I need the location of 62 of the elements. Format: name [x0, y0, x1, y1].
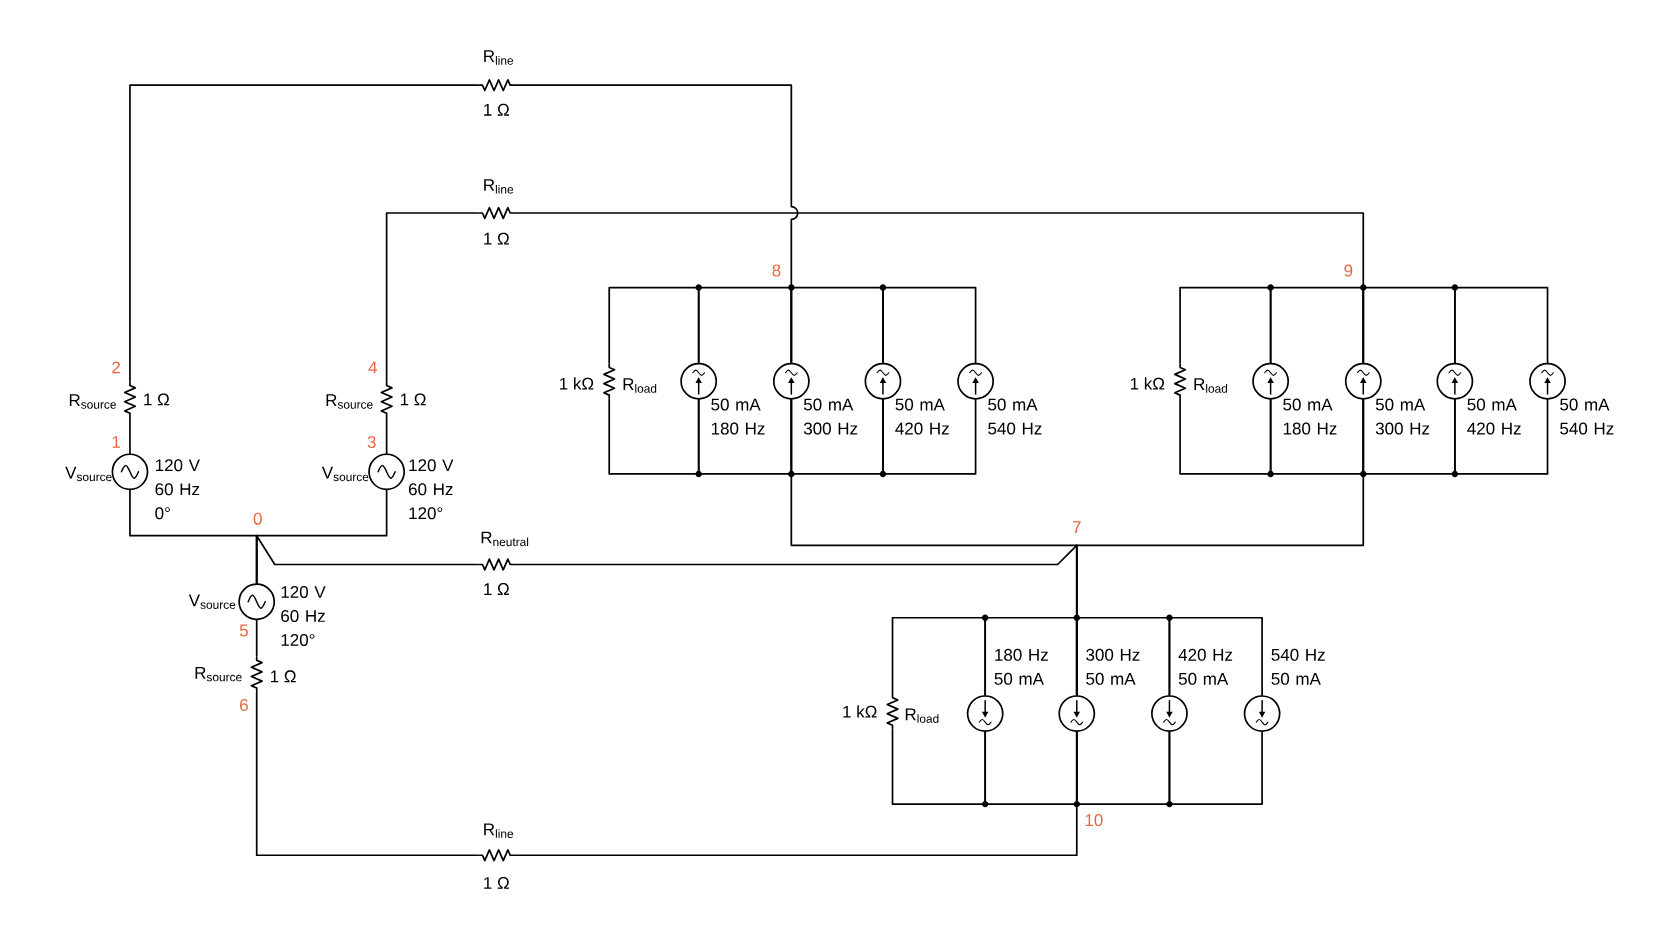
component-label: 50 mA 540 Hz [988, 398, 1042, 435]
node-number: 7 [1072, 521, 1081, 534]
component-label: R$_{line}$ [484, 823, 514, 838]
node-number: 5 [239, 624, 248, 637]
component-label: 50 mA 420 Hz [1467, 398, 1521, 435]
component-label: 1 Ω [484, 232, 509, 245]
component-label: V$_{source}$ [188, 594, 236, 609]
component-label: V$_{source}$ [321, 466, 369, 482]
wire [385, 212, 479, 382]
component-label: R$_{load}$ [905, 708, 939, 723]
node-number: 6 [240, 699, 248, 712]
wire [1454, 286, 1549, 364]
component-label: 1 kΩ [843, 705, 877, 718]
component-label: R$_{source}$ [326, 394, 373, 409]
wire [129, 416, 131, 455]
wire [255, 534, 479, 585]
wire [882, 398, 977, 475]
node-number: 3 [367, 436, 376, 448]
wire [1454, 398, 1549, 475]
component-label: 50 mA 300 Hz [803, 398, 858, 435]
component-label: 300 Hz 50 mA [1086, 648, 1140, 685]
node-number: 10 [1085, 814, 1103, 827]
wire [255, 691, 479, 857]
component-label: 180 Hz 50 mA [994, 648, 1048, 685]
component-label: 50 mA 540 Hz [1560, 398, 1614, 435]
component-label: 50 mA 180 Hz [1283, 398, 1337, 435]
component-label: 50 mA 180 Hz [711, 398, 765, 435]
component-label: R$_{source}$ [195, 666, 242, 682]
component-label: 540 Hz 50 mA [1271, 648, 1325, 685]
component-label: 1 Ω [484, 583, 509, 595]
component-label: 120 V 60 Hz 120° [409, 459, 454, 520]
wire [385, 416, 388, 455]
component-label: 1 Ω [400, 393, 426, 406]
component-label: 120 V 60 Hz 120° [281, 585, 326, 646]
component-label: R$_{line}$ [484, 179, 514, 194]
component-label: R$_{line}$ [484, 50, 514, 65]
wire [882, 286, 977, 364]
node-number: 0 [253, 512, 262, 525]
component-label: 1 Ω [144, 393, 170, 406]
component-label: 50 mA 420 Hz [895, 398, 949, 435]
component-label: R$_{load}$ [1194, 378, 1228, 393]
node-number: 8 [772, 264, 781, 277]
component-label: R$_{neutral}$ [481, 531, 529, 547]
wire [1168, 731, 1263, 805]
component-label: 1 Ω [484, 103, 509, 116]
wire [255, 619, 258, 657]
node-number: 1 [112, 436, 120, 448]
node-number: 2 [112, 361, 120, 374]
component-label: V$_{source}$ [65, 466, 112, 482]
component-label: R$_{load}$ [623, 378, 657, 393]
component-label: 1 kΩ [1130, 377, 1165, 390]
wire [129, 84, 479, 382]
wire [1168, 616, 1263, 696]
component-label: 50 mA 300 Hz [1375, 398, 1430, 435]
node-number: 9 [1344, 264, 1353, 277]
component-label: R$_{source}$ [69, 394, 116, 409]
component-label: 1 Ω [270, 670, 296, 683]
component-label: 1 kΩ [560, 377, 594, 390]
component-label: 1 Ω [484, 877, 509, 889]
component-label: 120 V 60 Hz 0° [155, 459, 200, 520]
component-label: 420 Hz 50 mA [1178, 648, 1233, 685]
node-number: 4 [368, 361, 377, 374]
